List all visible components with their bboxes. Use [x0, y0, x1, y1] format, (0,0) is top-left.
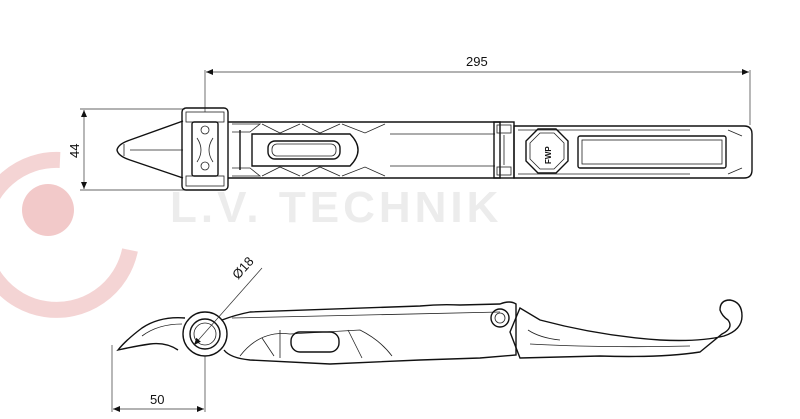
fwp-logo-inner-octagon [529, 132, 565, 170]
fwp-logo-text: FWP [544, 146, 553, 164]
rib-6 [261, 166, 301, 177]
hinge-pin-top [200, 125, 210, 135]
side-body-top-edge [231, 311, 501, 319]
side-rib-3 [261, 337, 275, 357]
offset-dimension: 50 [111, 345, 206, 412]
length-dimension: 295 [204, 54, 751, 125]
handle-grip-inner [581, 139, 723, 165]
width-dimension: 44 [67, 108, 185, 191]
hinge-top-plate [185, 111, 225, 123]
hinge-curve-right [208, 137, 214, 163]
side-left-hook-inner [141, 323, 183, 337]
rib-7 [301, 166, 341, 177]
handle-outline [513, 125, 753, 179]
lever-slot-inner [271, 143, 337, 157]
offset-dimension-label: 50 [150, 392, 164, 407]
body-recess [251, 133, 359, 167]
diameter-label: Ø18 [229, 254, 257, 282]
watermark-logo-arc [0, 151, 138, 318]
hinge-body [191, 121, 219, 177]
side-lever-body [221, 301, 517, 365]
side-left-hook [116, 317, 186, 352]
side-handle [509, 299, 743, 359]
rib-3 [301, 123, 341, 134]
watermark: L.V. TECHNIK [0, 151, 502, 318]
joint-bottom-cap [496, 166, 512, 176]
side-handle-inner-line [529, 343, 691, 348]
hinge-pin-bottom [200, 161, 210, 171]
top-view: 295 44 [67, 54, 753, 191]
hinge-curve-left [196, 137, 202, 163]
hinge-block [181, 107, 229, 191]
fwp-logo: FWP [525, 128, 569, 174]
side-rib-2 [347, 329, 363, 359]
side-handle-grip-curve [527, 329, 561, 341]
side-rear-pin-hole [494, 312, 506, 324]
side-pivot-ring [189, 318, 221, 350]
side-slot [290, 331, 340, 353]
handle-end-line-2 [727, 167, 743, 175]
joint-top-cap [496, 124, 512, 134]
watermark-logo [0, 151, 138, 318]
side-rear-pin [490, 308, 510, 328]
handle-end-line-1 [727, 129, 743, 137]
length-dimension-label: 295 [466, 54, 488, 69]
rib-5 [232, 167, 262, 177]
watermark-brand-text: L.V. TECHNIK [170, 183, 502, 232]
handle-grip-recess [577, 135, 727, 169]
fwp-logo-octagon [525, 128, 569, 174]
side-pivot-hole [193, 322, 217, 346]
lever-pointed-tip [116, 120, 184, 179]
rib-1 [232, 123, 262, 133]
diameter-leader-line [193, 267, 263, 346]
width-dimension-label: 44 [67, 144, 82, 158]
watermark-logo-dot [22, 184, 74, 236]
rib-8 [341, 166, 386, 177]
side-view: Ø18 50 [111, 254, 743, 412]
rib-2 [261, 123, 301, 134]
lever-body-outline [228, 121, 501, 179]
lever-slot [267, 140, 341, 160]
rib-4 [341, 123, 386, 134]
